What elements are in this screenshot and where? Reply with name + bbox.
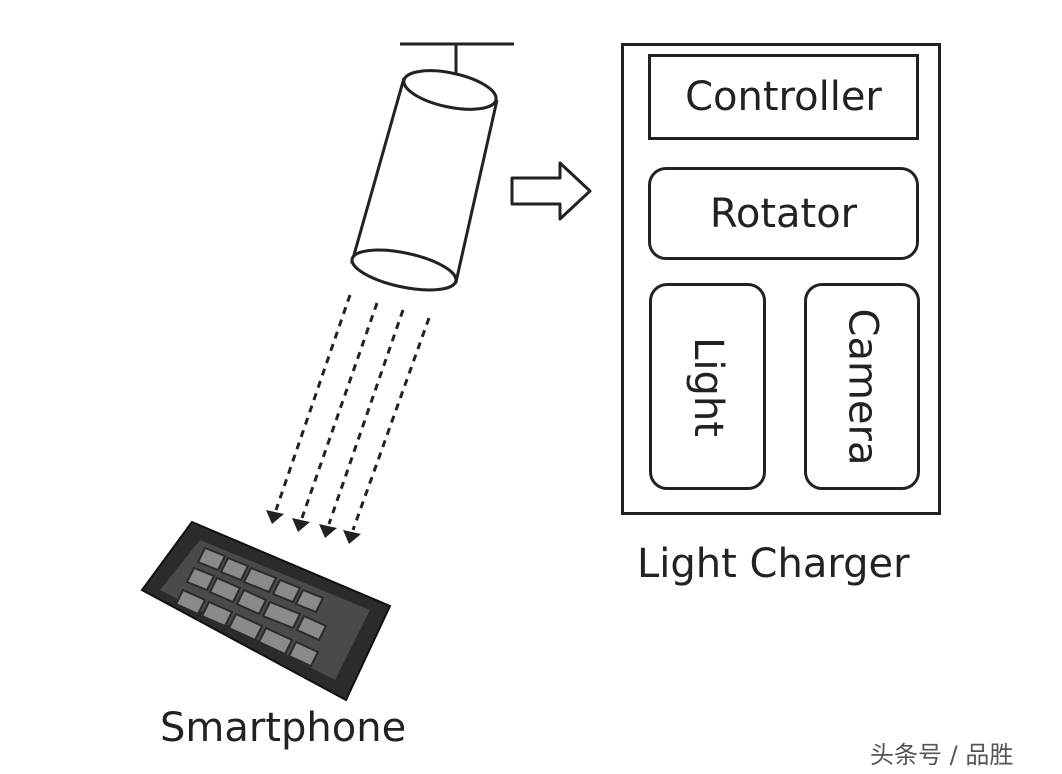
watermark-text: 头条号 / 品胜 [870,741,1014,769]
light-box: Light [649,283,766,490]
rotator-label: Rotator [709,190,858,237]
camera-label: Camera [839,308,886,465]
controller-label: Controller [685,74,882,120]
camera-box: Camera [804,283,920,490]
lamp-icon [350,69,499,292]
controller-box: Controller [648,54,919,140]
light-label: Light [684,336,731,437]
ray-arrowheads [266,510,361,544]
light-charger-caption: Light Charger [637,541,910,587]
arrow-right-icon [510,161,592,221]
rotator-box: Rotator [648,167,919,260]
light-ray-arrows [274,294,431,531]
smartphone-icon [140,520,392,702]
smartphone-caption: Smartphone [160,705,407,751]
